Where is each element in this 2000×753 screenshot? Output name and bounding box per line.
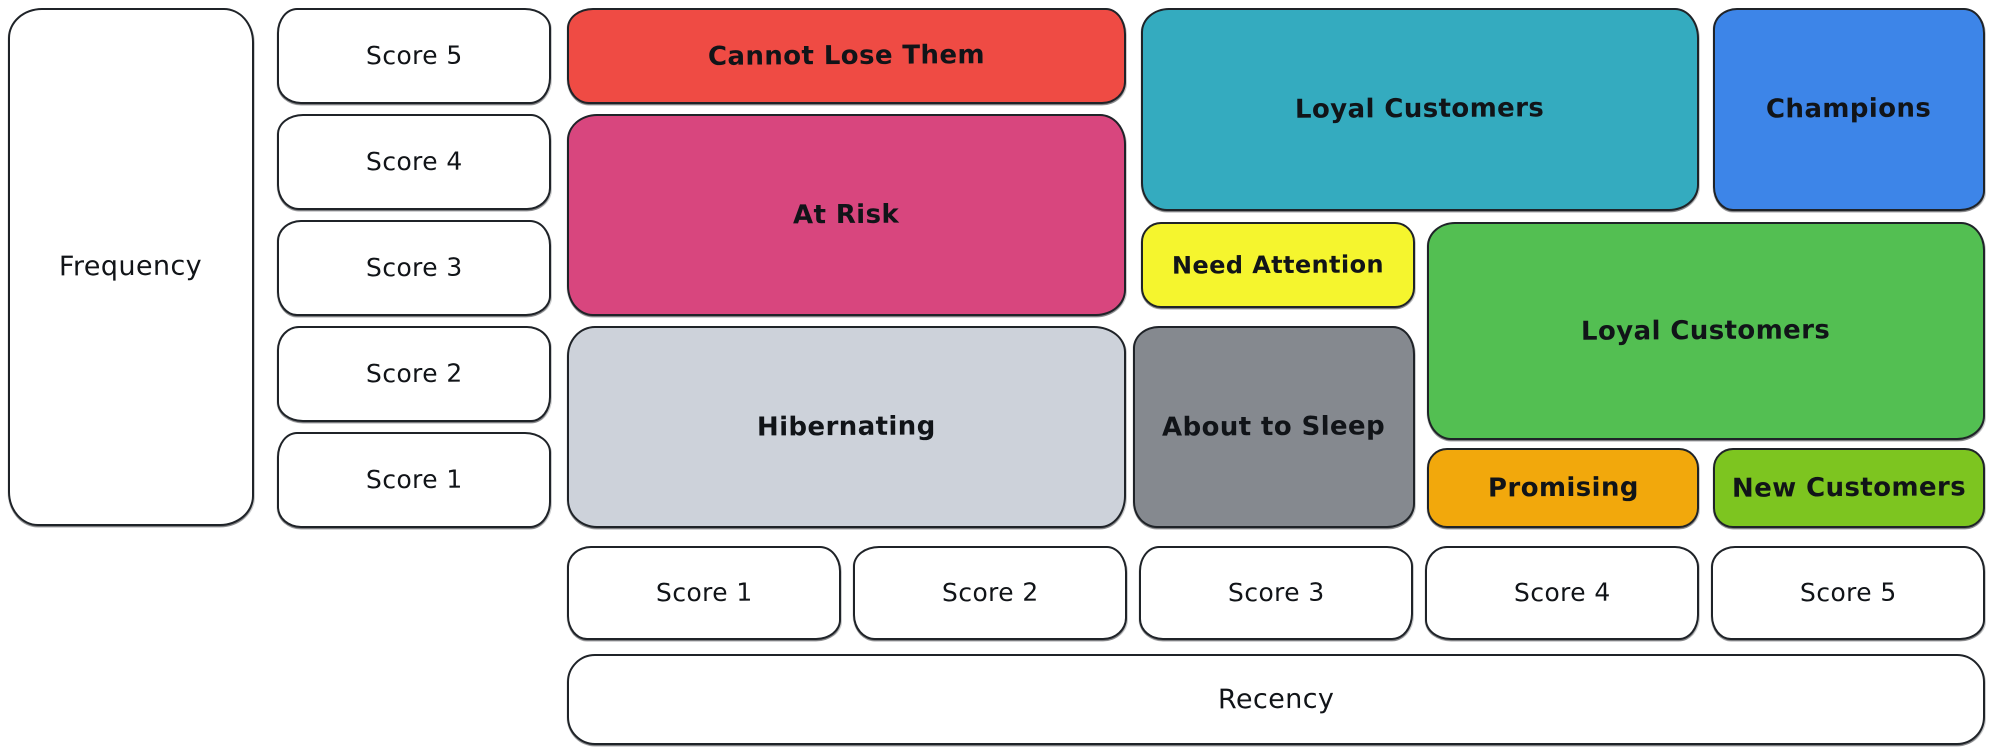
recency-score-5[interactable]: Score 5: [1711, 546, 1985, 640]
segment-hibernating-label: Hibernating: [757, 411, 936, 443]
segment-champions-label: Champions: [1766, 93, 1932, 125]
segment-need-attention[interactable]: Need Attention: [1141, 222, 1415, 308]
frequency-score-3-label: Score 3: [365, 252, 463, 283]
recency-score-4-label: Score 4: [1513, 577, 1611, 608]
segment-at-risk[interactable]: At Risk: [567, 114, 1126, 316]
recency-score-4[interactable]: Score 4: [1425, 546, 1699, 640]
frequency-score-5[interactable]: Score 5: [277, 8, 551, 104]
frequency-score-4-label: Score 4: [365, 146, 463, 177]
frequency-score-1[interactable]: Score 1: [277, 432, 551, 528]
segment-need-attention-label: Need Attention: [1171, 250, 1385, 280]
recency-score-2[interactable]: Score 2: [853, 546, 1127, 640]
recency-score-5-label: Score 5: [1799, 577, 1897, 608]
segment-promising[interactable]: Promising: [1427, 448, 1699, 528]
segment-loyal-customers-teal[interactable]: Loyal Customers: [1141, 8, 1699, 211]
segment-cannot-lose-them-label: Cannot Lose Them: [707, 39, 986, 72]
segment-new-customers-label: New Customers: [1731, 471, 1967, 504]
segment-about-to-sleep[interactable]: About to Sleep: [1133, 326, 1415, 528]
frequency-score-2-label: Score 2: [365, 358, 463, 389]
segment-loyal-customers-teal-label: Loyal Customers: [1295, 93, 1545, 125]
recency-score-3[interactable]: Score 3: [1139, 546, 1413, 640]
segment-cannot-lose-them[interactable]: Cannot Lose Them: [567, 8, 1126, 104]
segment-at-risk-label: At Risk: [793, 199, 900, 231]
frequency-axis-label-box: Frequency: [8, 8, 254, 526]
frequency-score-4[interactable]: Score 4: [277, 114, 551, 210]
frequency-axis-label: Frequency: [59, 250, 203, 283]
segment-about-to-sleep-label: About to Sleep: [1162, 411, 1386, 443]
segment-champions[interactable]: Champions: [1713, 8, 1985, 211]
segment-loyal-customers-green-label: Loyal Customers: [1581, 314, 1831, 347]
recency-score-1-label: Score 1: [655, 577, 753, 608]
recency-score-1[interactable]: Score 1: [567, 546, 841, 640]
recency-axis-label: Recency: [1217, 683, 1335, 716]
segment-promising-label: Promising: [1487, 472, 1639, 504]
frequency-score-3[interactable]: Score 3: [277, 220, 551, 316]
segment-new-customers[interactable]: New Customers: [1713, 448, 1985, 528]
recency-axis-label-box: Recency: [567, 654, 1985, 745]
recency-score-2-label: Score 2: [941, 577, 1039, 608]
segment-loyal-customers-green[interactable]: Loyal Customers: [1427, 222, 1985, 440]
recency-score-3-label: Score 3: [1227, 577, 1325, 608]
frequency-score-2[interactable]: Score 2: [277, 326, 551, 422]
segment-hibernating[interactable]: Hibernating: [567, 326, 1126, 528]
frequency-score-5-label: Score 5: [365, 40, 463, 71]
frequency-score-1-label: Score 1: [365, 464, 463, 495]
